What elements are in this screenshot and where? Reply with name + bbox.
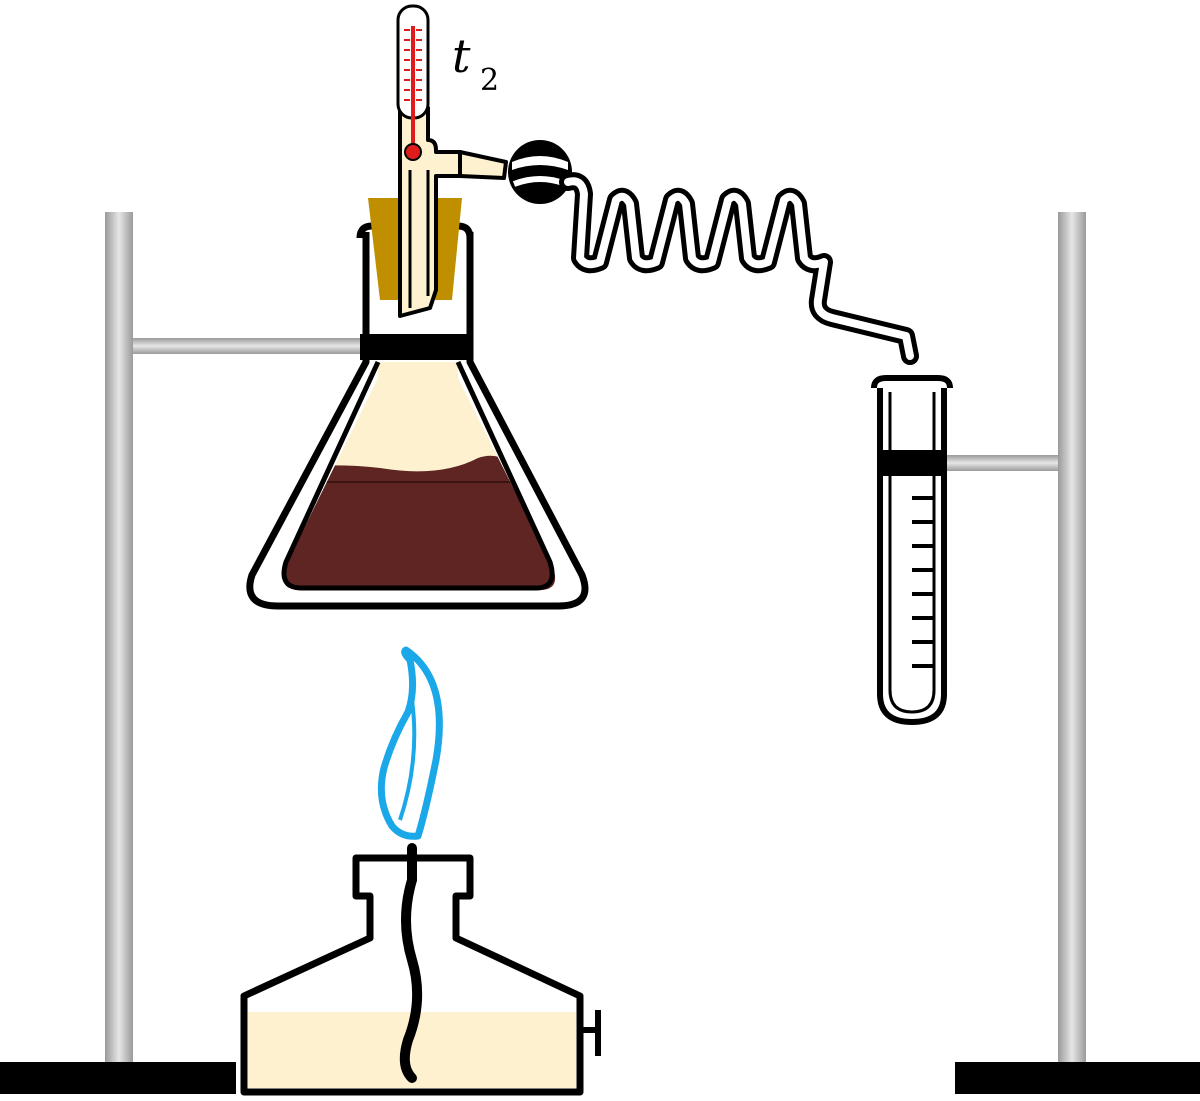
coil-condenser <box>559 172 919 365</box>
flask-liquid <box>283 455 556 590</box>
flask-clamp <box>360 334 468 360</box>
left-stand-base <box>0 1062 236 1094</box>
side-arm <box>458 150 508 180</box>
thermometer <box>396 4 430 161</box>
lamp-fuel <box>248 1012 576 1088</box>
right-stand-base <box>955 1062 1200 1094</box>
lamp-wick <box>399 843 423 1083</box>
left-stand-arm <box>133 338 369 354</box>
left-stand-rod <box>105 212 133 1074</box>
test-tube-clamp <box>880 450 946 476</box>
right-stand <box>944 212 1200 1094</box>
flame <box>377 646 443 840</box>
right-stand-rod <box>1058 212 1086 1064</box>
condenser-bulb <box>508 140 572 204</box>
spirit-lamp <box>240 843 601 1096</box>
left-stand <box>0 212 369 1094</box>
thermometer-label-subscript: 2 <box>480 63 499 98</box>
test-tube <box>871 375 953 725</box>
thermometer-label: t <box>452 29 471 83</box>
right-stand-arm <box>944 455 1058 471</box>
